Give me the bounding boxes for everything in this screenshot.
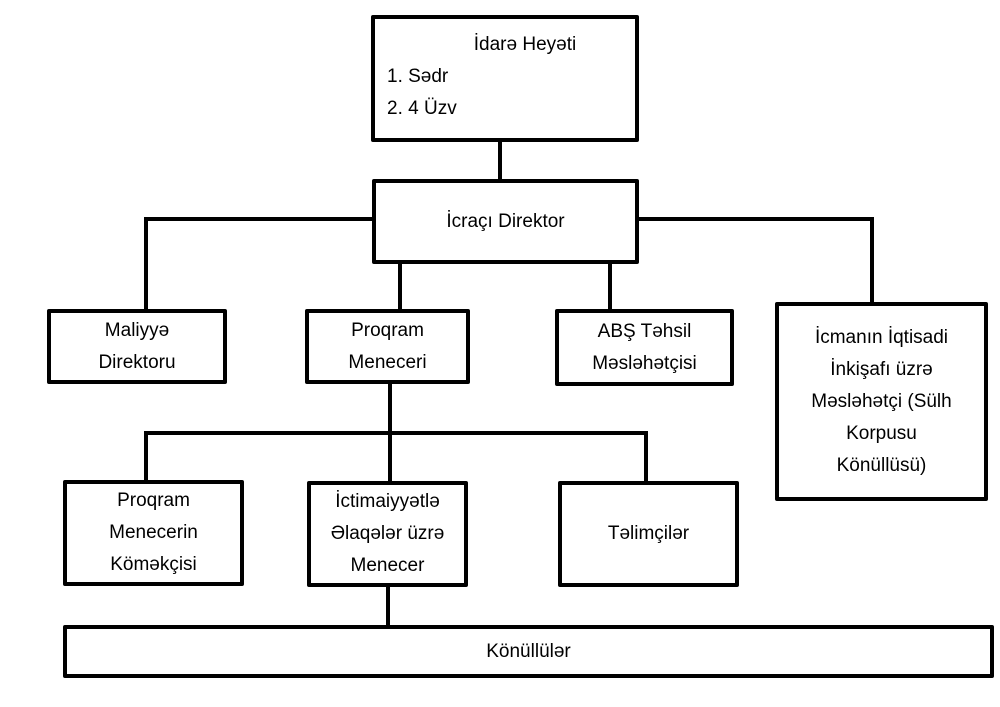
board-member-chairman: 1. Sədr (387, 66, 449, 87)
community-economic-advisor-box: İcmanın İqtisadi İnkişafı üzrə Məsləhətç… (775, 302, 988, 501)
program-manager-assistant-box: Proqram Menecerin Köməkçisi (63, 480, 244, 586)
box-line: Menecer (350, 555, 425, 576)
us-education-advisor-box: ABŞ Təhsil Məsləhətçisi (555, 309, 734, 386)
executive-director-label: İcraçı Direktor (446, 210, 565, 232)
board-of-directors-box: İdarə Heyəti 1. Sədr 2. 4 Üzv (371, 15, 639, 142)
box-line: İctimaiyyətlə (335, 491, 440, 512)
box-line: Korpusu (846, 422, 917, 444)
box-line: Təlimçilər (607, 523, 690, 544)
box-line: Köməkçisi (110, 554, 197, 575)
box-line: İcmanın İqtisadi (814, 326, 949, 348)
box-line: Proqram (117, 490, 190, 511)
box-line: Məsləhətçi (Sülh (811, 390, 952, 412)
box-line: Əlaqələr üzrə (330, 523, 445, 544)
board-member-count: 2. 4 Üzv (387, 98, 457, 119)
box-line: Meneceri (348, 351, 427, 373)
connector-bus-level3 (144, 431, 648, 482)
box-line: İnkişafı üzrə (830, 358, 933, 380)
box-line: Maliyyə (104, 319, 170, 341)
box-line: Məsləhətçisi (592, 352, 697, 374)
box-line: ABŞ Təhsil (597, 320, 692, 342)
board-title: İdarə Heyəti (473, 34, 577, 55)
box-line: Könüllüsü) (836, 454, 927, 476)
connector-director-to-community-advisor (636, 217, 874, 304)
box-line: Proqram (351, 319, 424, 341)
program-manager-box: Proqram Meneceri (305, 309, 470, 384)
finance-director-box: Maliyyə Direktoru (47, 309, 227, 384)
public-relations-manager-box: İctimaiyyətlə Əlaqələr üzrə Menecer (307, 481, 468, 587)
connector-director-to-finance (144, 217, 374, 311)
trainers-box: Təlimçilər (558, 481, 739, 587)
box-line: Direktoru (98, 351, 176, 373)
box-line: Menecerin (109, 522, 198, 543)
volunteers-label: Könüllülər (486, 640, 571, 662)
volunteers-box: Könüllülər (63, 625, 994, 678)
executive-director-box: İcraçı Direktor (372, 179, 639, 264)
